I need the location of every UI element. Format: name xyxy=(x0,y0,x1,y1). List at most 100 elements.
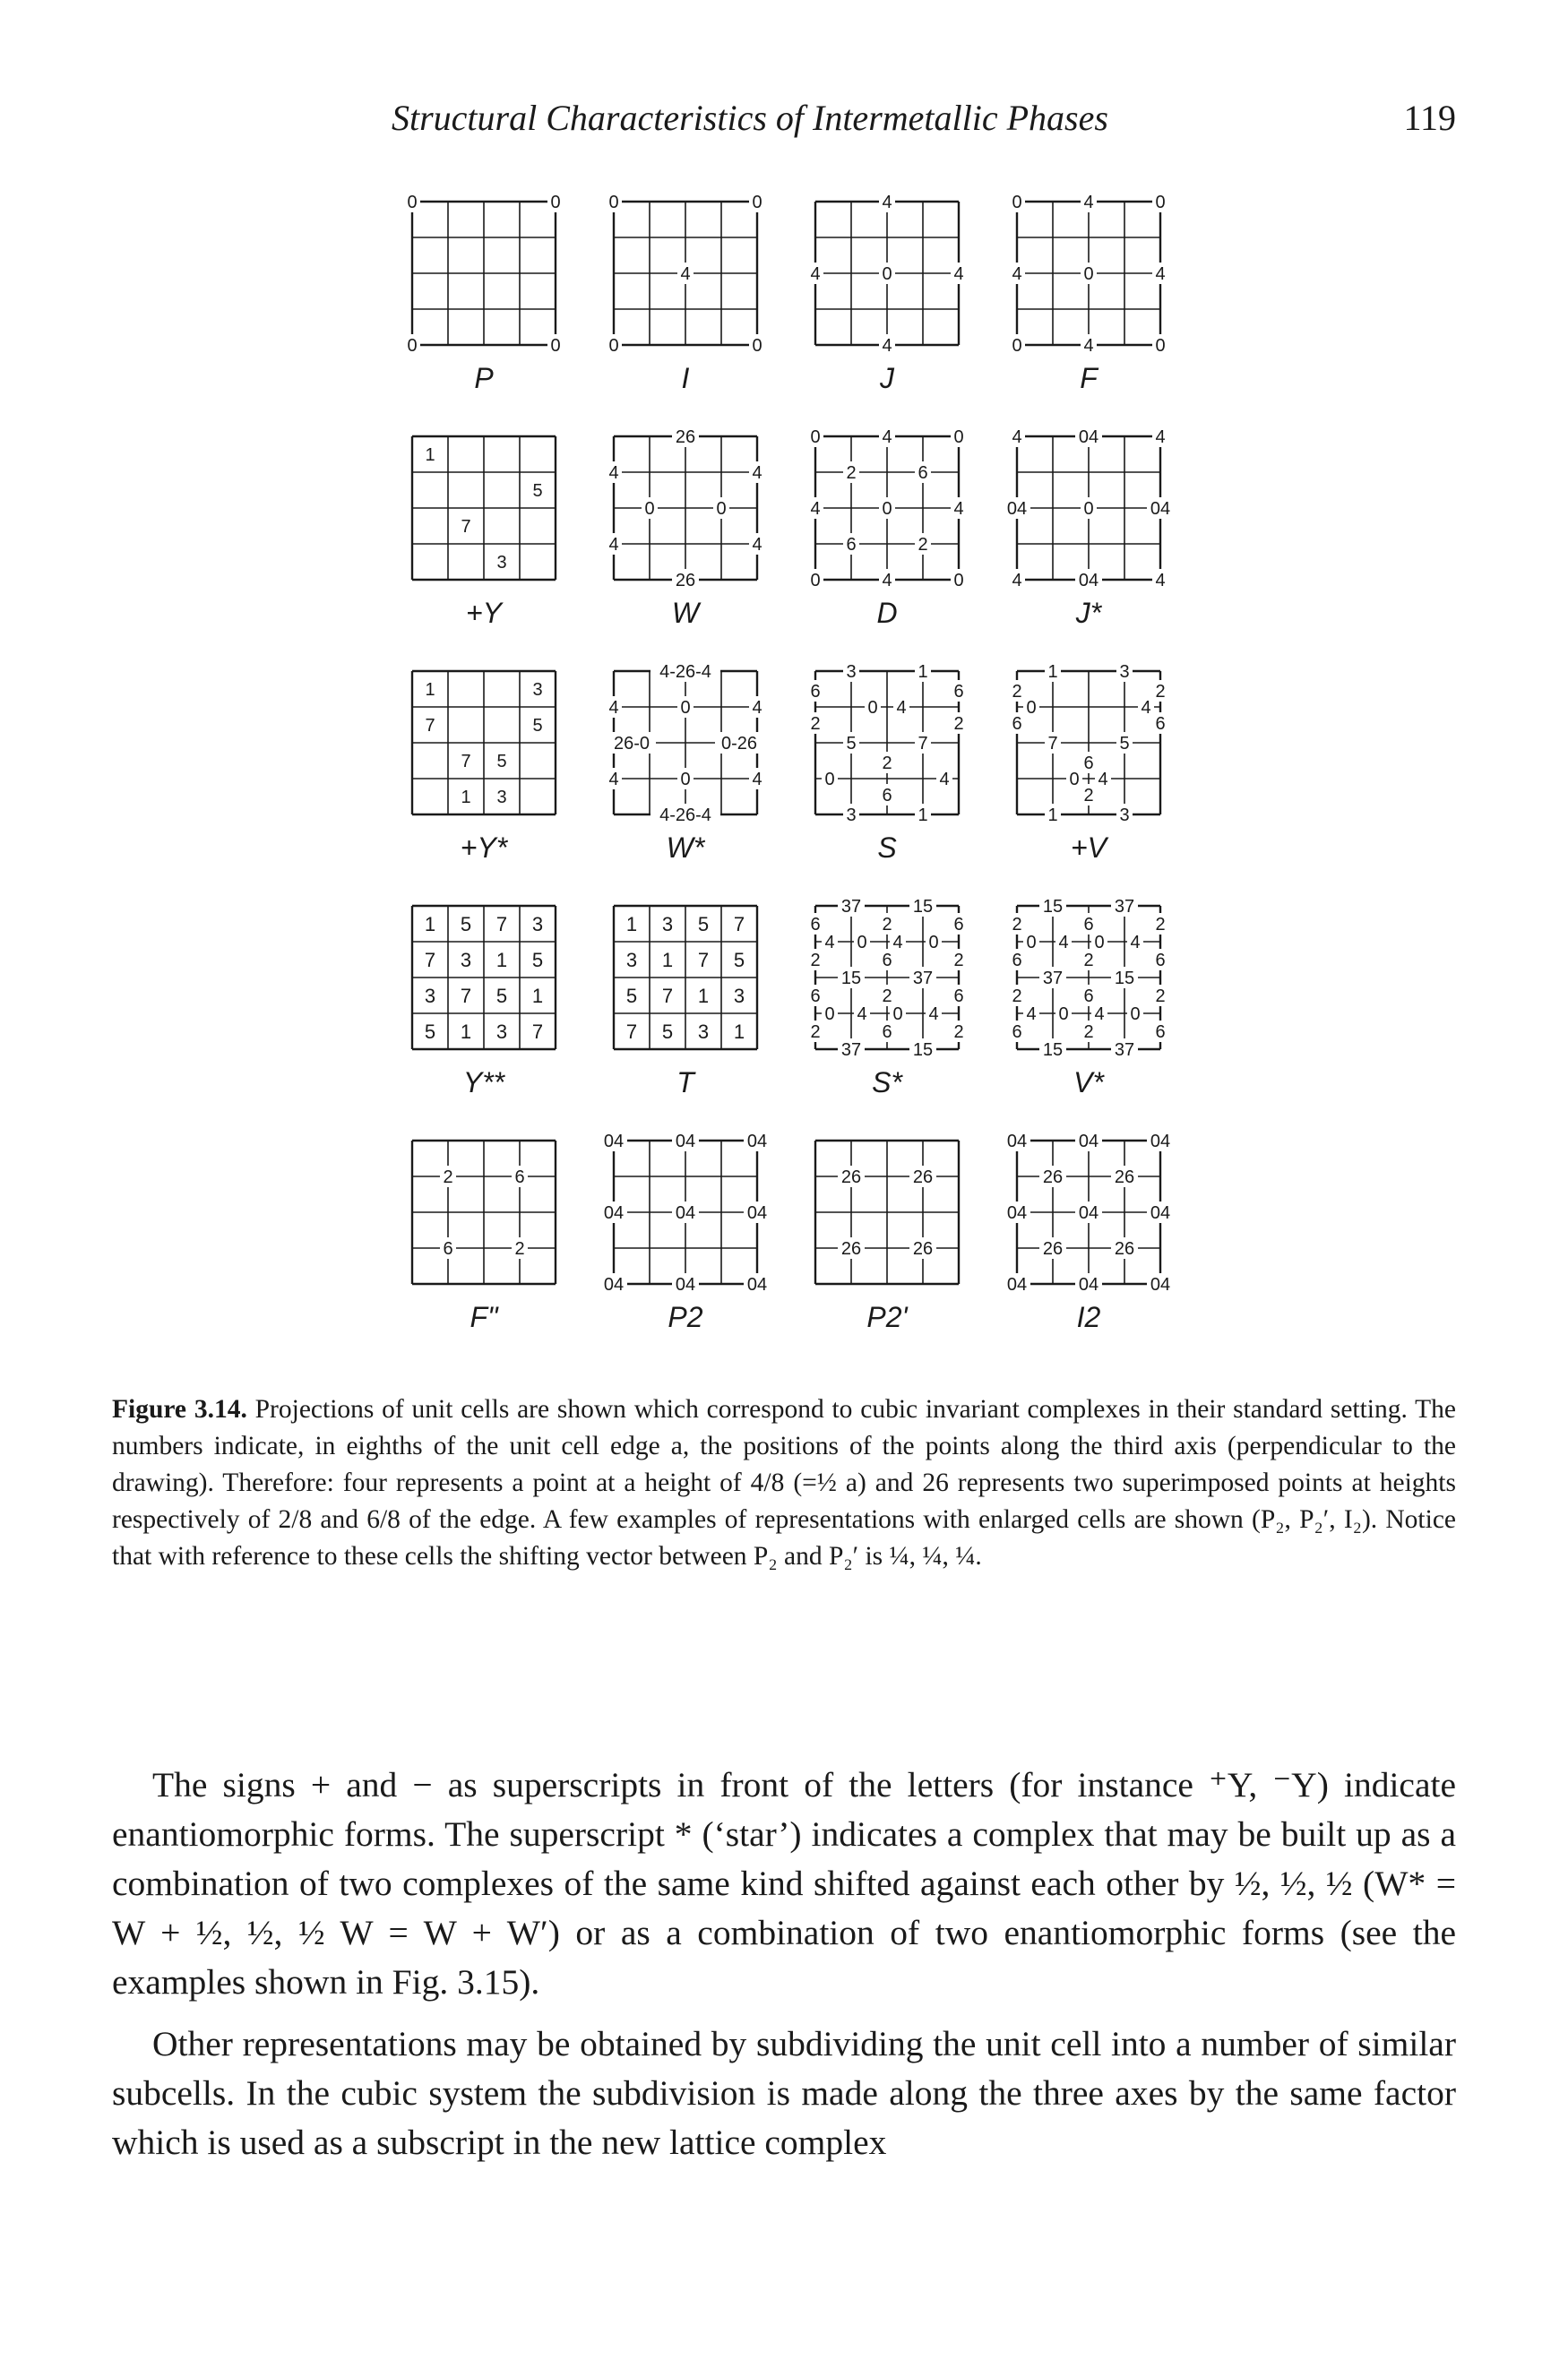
label-bg xyxy=(879,497,895,519)
point-label: 1 xyxy=(425,680,435,700)
point-label: 0 xyxy=(1130,1004,1140,1024)
label-bg xyxy=(404,334,420,356)
cell-value: 5 xyxy=(496,985,507,1007)
point-label: 2 xyxy=(953,951,963,970)
label-bg xyxy=(677,696,694,718)
point-label: 7 xyxy=(425,716,435,736)
label-bg xyxy=(1066,768,1082,789)
label-bg xyxy=(1152,913,1168,935)
label-bg xyxy=(1075,1130,1102,1151)
label-bg xyxy=(1009,569,1025,590)
point-label: 4 xyxy=(1083,193,1093,212)
page-number: 119 xyxy=(1403,98,1456,138)
point-label: 0 xyxy=(1155,336,1165,356)
point-label: 0 xyxy=(680,770,690,789)
point-label: 1 xyxy=(1047,805,1057,825)
cell-value: 7 xyxy=(496,913,507,935)
point-label: 15 xyxy=(1115,969,1134,988)
point-label: 0 xyxy=(824,770,834,789)
point-label: 1 xyxy=(425,445,435,465)
point-label: 0 xyxy=(680,698,690,718)
label-bg xyxy=(1081,334,1097,356)
point-label: 4 xyxy=(882,336,892,356)
label-bg xyxy=(1152,949,1168,970)
panel-label: P2 xyxy=(668,1301,702,1333)
point-label: 3 xyxy=(496,788,506,807)
panel-label: Y** xyxy=(463,1066,506,1098)
point-label: 26 xyxy=(1115,1239,1134,1259)
point-label: 26 xyxy=(1043,1239,1063,1259)
cell-value: 5 xyxy=(662,1021,673,1043)
label-bg xyxy=(458,786,474,807)
label-bg xyxy=(1055,931,1072,952)
label-bg xyxy=(749,191,765,212)
point-label: 04 xyxy=(604,1132,624,1151)
panel-label: S xyxy=(877,831,896,864)
running-head: Structural Characteristics of Intermetal… xyxy=(0,90,1568,143)
cell-value: 7 xyxy=(626,1021,637,1043)
point-label: 6 xyxy=(1155,951,1165,970)
cell-value: 1 xyxy=(626,913,637,935)
point-label: 0 xyxy=(882,499,892,519)
point-label: 2 xyxy=(810,714,820,734)
label-bg xyxy=(458,515,474,537)
label-bg xyxy=(838,967,865,988)
panel-label: J* xyxy=(1075,597,1103,629)
label-bg xyxy=(879,949,895,970)
label-bg xyxy=(530,678,546,700)
label-bg xyxy=(1152,712,1168,734)
point-label: 7 xyxy=(918,734,927,754)
label-bg xyxy=(1081,752,1097,773)
cell-value: 7 xyxy=(461,985,471,1007)
point-label: 2 xyxy=(1083,786,1093,805)
point-label: 4 xyxy=(752,535,762,555)
label-bg xyxy=(600,1273,627,1295)
cell-value: 5 xyxy=(532,949,543,971)
point-label: 4-26-4 xyxy=(659,805,711,825)
point-label: 2 xyxy=(514,1239,524,1259)
cell-value: 5 xyxy=(734,949,745,971)
cell-value: 3 xyxy=(734,985,745,1007)
panel-label: D xyxy=(876,597,897,629)
label-bg xyxy=(672,1202,699,1223)
point-label: 2 xyxy=(1155,986,1165,1006)
label-bg xyxy=(854,931,870,952)
point-label: 6 xyxy=(1012,1022,1021,1042)
point-label: 0 xyxy=(1155,193,1165,212)
cell-value: 7 xyxy=(698,949,709,971)
label-bg xyxy=(1009,263,1025,284)
point-label: 6 xyxy=(1083,754,1093,773)
label-bg xyxy=(1081,263,1097,284)
label-bg xyxy=(843,804,859,825)
point-label: 0 xyxy=(1083,264,1093,284)
point-label: 7 xyxy=(461,752,470,771)
point-label: 3 xyxy=(846,805,856,825)
point-label: 4 xyxy=(928,1004,938,1024)
label-bg xyxy=(838,1237,865,1259)
panel-label: F" xyxy=(470,1301,500,1333)
label-bg xyxy=(838,895,865,917)
point-label: 1 xyxy=(918,805,927,825)
label-bg xyxy=(838,1038,865,1060)
label-bg xyxy=(843,732,859,754)
panel-label: T xyxy=(676,1066,696,1098)
point-label: 4 xyxy=(953,264,963,284)
cell-value: 1 xyxy=(662,949,673,971)
label-bg xyxy=(1009,680,1025,702)
point-label: 4 xyxy=(882,193,892,212)
label-bg xyxy=(807,1021,823,1042)
label-bg xyxy=(1039,967,1066,988)
label-bg xyxy=(1081,949,1097,970)
label-bg xyxy=(1023,696,1039,718)
point-label: 04 xyxy=(1150,1275,1170,1295)
label-bg xyxy=(1081,191,1097,212)
point-label: 3 xyxy=(496,553,506,573)
label-bg xyxy=(606,461,622,483)
cell-value: 7 xyxy=(425,949,435,971)
label-bg xyxy=(807,913,823,935)
point-label: 2 xyxy=(810,951,820,970)
